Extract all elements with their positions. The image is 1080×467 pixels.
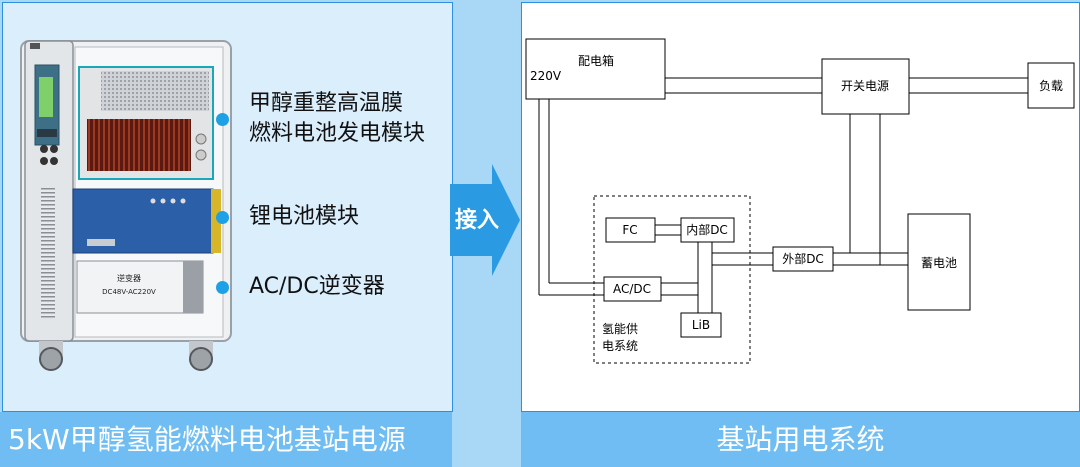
load-label: 负载	[1039, 79, 1063, 93]
callout-dot-lithium	[216, 211, 229, 224]
label-fuel-cell-line1: 甲醇重整高温膜	[249, 91, 404, 116]
system-diagram: 配电箱 220V 开关电源 负载 蓄电池 FC 内部DC AC/DC LiB 外…	[525, 38, 1075, 364]
inverter-plate-line2: DC48V-AC220V	[102, 288, 156, 296]
internal-dc-label: 内部DC	[686, 222, 728, 237]
right-panel: 配电箱 220V 开关电源 负载 蓄电池 FC 内部DC AC/DC LiB 外…	[521, 2, 1080, 412]
voltage-label: 220V	[530, 69, 562, 83]
distribution-box-label: 配电箱	[578, 53, 614, 68]
label-fuel-cell-line2: 燃料电池发电模块	[249, 121, 426, 146]
internal-dc-box	[680, 217, 735, 243]
system-label-line1: 氢能供	[602, 321, 638, 336]
callout-dot-fuel-cell	[216, 113, 229, 126]
battery-label: 蓄电池	[921, 256, 957, 270]
callout-dot-inverter	[216, 281, 229, 294]
external-dc-box	[772, 246, 834, 272]
inverter-plate-line1: 逆变器	[117, 273, 141, 283]
connect-arrow	[450, 164, 520, 276]
acdc-box	[603, 276, 662, 302]
load-box	[1027, 62, 1075, 109]
label-inverter: AC/DC逆变器	[249, 274, 385, 299]
battery-box	[907, 213, 971, 311]
arrow-label: 接入	[455, 208, 500, 233]
footer-left-caption: 5kW甲醇氢能燃料电池基站电源	[0, 412, 452, 467]
switch-power-label: 开关电源	[841, 79, 889, 93]
footer-right-caption: 基站用电系统	[521, 412, 1080, 467]
lib-box	[680, 312, 722, 338]
distribution-box	[525, 38, 666, 100]
system-label-line2: 电系统	[602, 339, 638, 353]
fc-label: FC	[622, 223, 637, 237]
fc-box	[605, 217, 656, 243]
switch-power-box	[821, 58, 910, 115]
label-lithium-module: 锂电池模块	[249, 204, 360, 229]
power-cabinet-illustration: 逆变器 DC48V-AC220V	[20, 40, 232, 371]
external-dc-label: 外部DC	[782, 251, 824, 266]
hydrogen-system-boundary	[593, 195, 751, 364]
acdc-label: AC/DC	[613, 282, 651, 296]
left-panel: 逆变器 DC48V-AC220V 甲醇重整高温膜 燃料电池发电模块 锂电池模块 …	[2, 2, 453, 412]
lib-label: LiB	[692, 318, 710, 332]
